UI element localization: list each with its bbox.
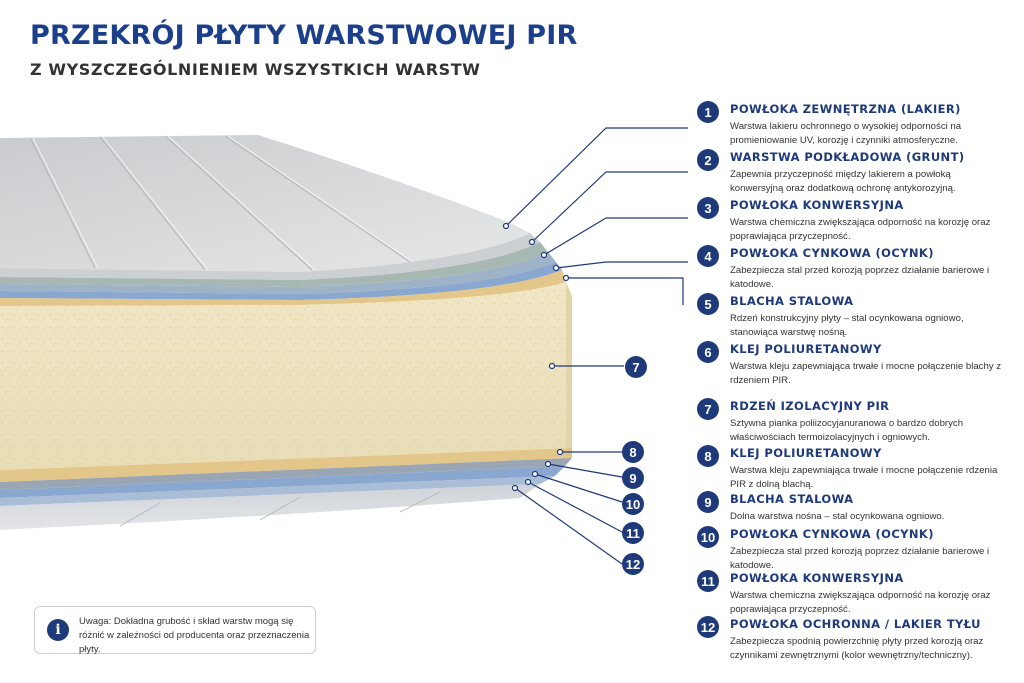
page-title: PRZEKRÓJ PŁYTY WARSTWOWEJ PIR [30,20,578,51]
layer-description: Zabezpiecza stal przed korozją poprzez d… [730,546,990,571]
layer-conversion-edge [0,252,556,294]
note-text: Uwaga: Dokładna grubość i skład warstw m… [79,616,310,655]
layer-number-badge: 5 [697,293,719,315]
layer-bottom-steel [0,458,572,490]
layer-title: POWŁOKA KONWERSYJNA [730,198,904,212]
page-subtitle: Z WYSZCZEGÓLNIENIEM WSZYSTKICH WARSTW [30,60,481,79]
layer-description: Warstwa chemiczna zwiększająca odporność… [730,590,991,615]
diagram-label-11: 11 [622,522,644,544]
layer-zinc-edge [0,262,562,300]
layer-number-badge: 11 [697,570,719,592]
layer-title: KLEJ POLIURETANOWY [730,342,882,356]
layer-number-badge: 9 [697,491,719,513]
layer-number-badge: 3 [697,197,719,219]
layer-title: KLEJ POLIURETANOWY [730,446,882,460]
note-box: i Uwaga: Dokładna grubość i skład warstw… [34,606,316,655]
layer-title: RDZEŃ IZOLACYJNY PIR [730,399,890,413]
layer-title: BLACHA STALOWA [730,492,854,506]
layer-description: Warstwa lakieru ochronnego o wysokiej od… [730,121,962,146]
layer-description: Dolna warstwa nośna – stal ocynkowana og… [730,511,945,522]
layer-lacquer-edge [0,233,540,280]
top-sheet-surface [0,135,530,272]
layer-title: WARSTWA PODKŁADOWA (GRUNT) [730,150,965,164]
layer-title: POWŁOKA ZEWNĘTRZNA (LAKIER) [730,102,961,116]
diagram-label-7: 7 [625,356,647,378]
layer-title: POWŁOKA CYNKOWA (OCYNK) [730,527,934,541]
layer-number-badge: 6 [697,341,719,363]
layer-description: Zabezpiecza stal przed korozją poprzez d… [730,265,990,290]
layer-adhesive-bottom-edge [0,448,572,482]
layer-primer-edge [0,242,548,287]
layer-description: Zapewnia przyczepność między lakierem a … [730,169,956,194]
layer-title: BLACHA STALOWA [730,294,854,308]
layer-title: POWŁOKA OCHRONNA / LAKIER TYŁU [730,617,981,631]
info-icon: i [47,619,69,641]
layer-number-badge: 1 [697,101,719,123]
layer-description: Zabezpiecza spodnią powierzchnię płyty p… [730,636,984,661]
layer-number-badge: 10 [697,526,719,548]
layer-number-badge: 2 [697,149,719,171]
layer-title: POWŁOKA KONWERSYJNA [730,571,904,585]
layer-bottom-zinc [0,466,565,498]
diagram-label-9: 9 [622,467,644,489]
layer-bottom-conversion [0,476,555,506]
layer-description: Warstwa chemiczna zwiększająca odporność… [730,217,991,242]
layer-title: POWŁOKA CYNKOWA (OCYNK) [730,246,934,260]
layer-number-badge: 7 [697,398,719,420]
layer-number-badge: 12 [697,616,719,638]
diagram-label-8: 8 [622,441,644,463]
layer-description: Rdzeń konstrukcyjny płyty – stal ocynkow… [730,313,964,338]
diagram-label-12: 12 [622,553,644,575]
layer-description: Warstwa kleju zapewniająca trwałe i mocn… [730,361,1002,386]
layer-description: Sztywna pianka poliizocyjanuranowa o bar… [730,418,964,443]
layer-adhesive-top-edge [0,270,566,306]
layer-bottom-lacquer [0,484,540,530]
layer-number-badge: 8 [697,445,719,467]
layer-description: Warstwa kleju zapewniająca trwałe i mocn… [730,465,998,490]
diagram-label-10: 10 [622,493,644,515]
layer-number-badge: 4 [697,245,719,267]
